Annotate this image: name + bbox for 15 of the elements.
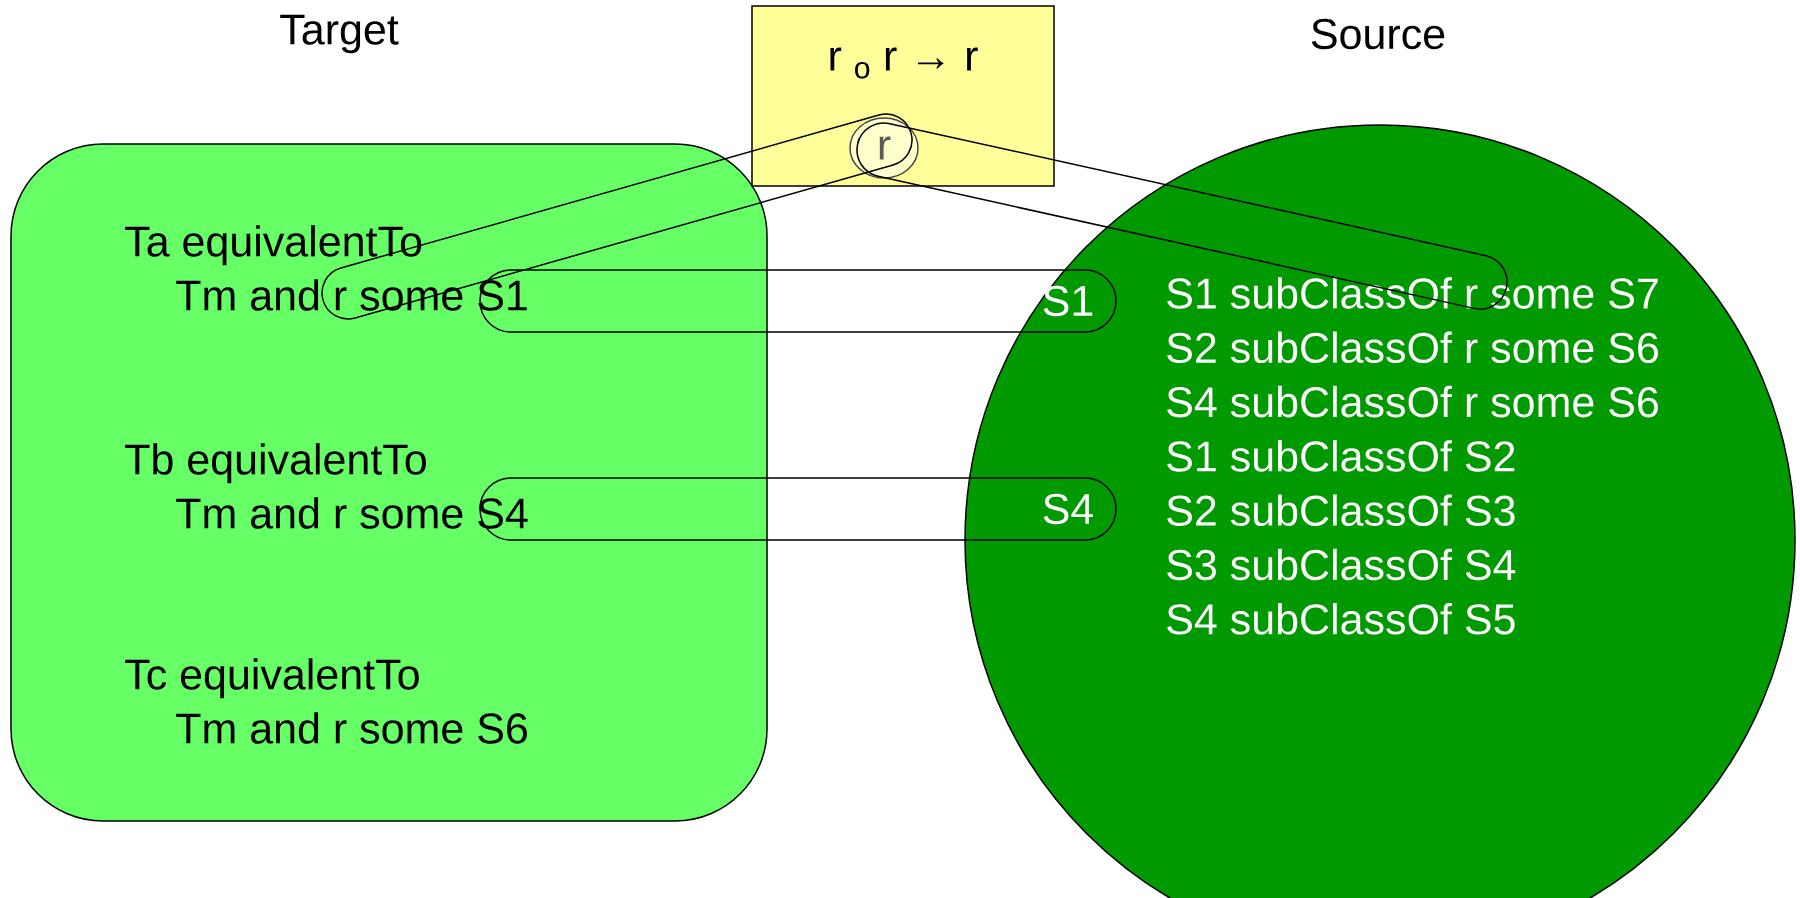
axiom-text: S4 subClassOf r some S6 xyxy=(1167,385,1658,418)
highlight-capsule xyxy=(856,122,1508,310)
class-label: S1 xyxy=(1043,285,1093,317)
highlight-capsule xyxy=(479,477,1117,541)
highlight-capsule xyxy=(479,269,1117,333)
axiom-text: S2 subClassOf S3 xyxy=(1167,494,1515,526)
class-label: S4 xyxy=(1043,493,1094,525)
highlight-capsule xyxy=(321,113,913,320)
axiom-text: S3 subClassOf S4 xyxy=(1167,548,1516,581)
axiom-text: S4 subClassOf S5 xyxy=(1167,603,1515,635)
axiom-text: S2 subClassOf r some S6 xyxy=(1167,331,1658,364)
heading: Target xyxy=(280,14,399,54)
axiom-text: Tc equivalentTo Tm and r some S6 xyxy=(125,658,527,744)
heading: Source xyxy=(1311,18,1445,50)
axiom-text: S1 subClassOf S2 xyxy=(1167,440,1515,472)
